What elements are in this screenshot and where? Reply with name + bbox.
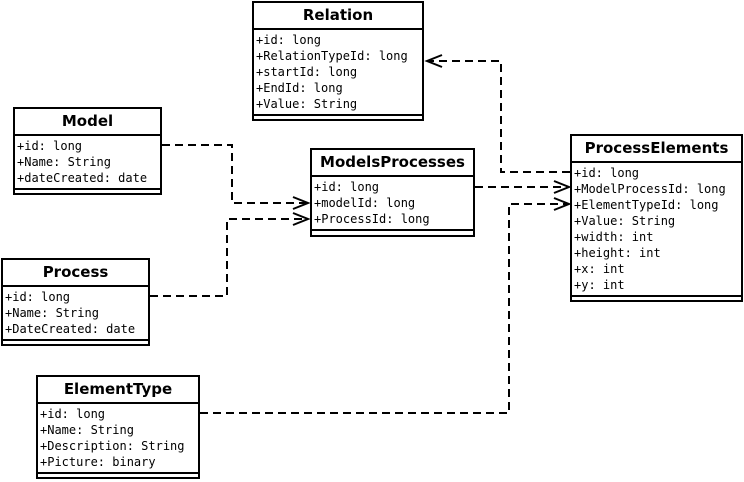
class-modelsprocesses[interactable]: ModelsProcesses +id: long +modelId: long…: [310, 148, 475, 237]
attribute: +ModelProcessId: long: [574, 182, 726, 196]
arrowhead-relation: [424, 54, 443, 68]
attribute: +Description: String: [40, 439, 185, 453]
attribute: +width: int: [574, 230, 654, 244]
arrowhead-modelsprocesses-model: [292, 196, 311, 210]
connector-processelements-to-relation: [428, 60, 570, 173]
class-relation[interactable]: Relation +id: long +RelationTypeId: long…: [252, 1, 424, 121]
class-title: ProcessElements: [572, 136, 741, 163]
class-title: Relation: [254, 3, 422, 30]
attribute: +EndId: long: [256, 81, 343, 95]
methods-compartment: [312, 229, 473, 236]
attribute: +Name: String: [5, 306, 99, 320]
attribute-list: +id: long +Name: String +Description: St…: [38, 404, 198, 472]
attribute: +id: long: [256, 33, 322, 47]
arrowhead-modelsprocesses-process: [292, 212, 311, 226]
attribute: +Name: String: [17, 155, 111, 169]
attribute: +height: int: [574, 246, 661, 260]
class-elementtype[interactable]: ElementType +id: long +Name: String +Des…: [36, 375, 200, 479]
attribute: +startId: long: [256, 65, 358, 79]
attribute: +id: long: [17, 139, 83, 153]
attribute: +Name: String: [40, 423, 134, 437]
attribute-list: +id: long +Name: String +dateCreated: da…: [15, 136, 160, 188]
attribute: +id: long: [574, 166, 640, 180]
attribute-list: +id: long +modelId: long +ProcessId: lon…: [312, 177, 473, 229]
attribute: +ProcessId: long: [314, 212, 430, 226]
class-process[interactable]: Process +id: long +Name: String +DateCre…: [1, 258, 150, 346]
class-title: Process: [3, 260, 148, 287]
attribute: +ElementTypeId: long: [574, 198, 719, 212]
connector-model-to-modelsprocesses: [162, 144, 307, 204]
attribute: +y: int: [574, 278, 625, 292]
arrowhead-processelements-modelsprocesses: [553, 180, 572, 194]
class-processelements[interactable]: ProcessElements +id: long +ModelProcessI…: [570, 134, 743, 302]
class-model[interactable]: Model +id: long +Name: String +dateCreat…: [13, 107, 162, 195]
attribute-list: +id: long +Name: String +DateCreated: da…: [3, 287, 148, 339]
attribute: +Picture: binary: [40, 455, 156, 469]
attribute: +modelId: long: [314, 196, 416, 210]
methods-compartment: [3, 339, 148, 346]
attribute-list: +id: long +ModelProcessId: long +Element…: [572, 163, 741, 295]
attribute: +dateCreated: date: [17, 171, 148, 185]
attribute: +id: long: [314, 180, 380, 194]
attribute: +DateCreated: date: [5, 322, 136, 336]
attribute: +Value: String: [256, 97, 358, 111]
methods-compartment: [15, 188, 160, 195]
connector-elementtype-to-processelements: [200, 203, 567, 414]
class-title: ModelsProcesses: [312, 150, 473, 177]
connector-process-to-modelsprocesses: [150, 218, 307, 297]
attribute: +id: long: [40, 407, 106, 421]
methods-compartment: [254, 114, 422, 121]
attribute: +Value: String: [574, 214, 676, 228]
class-title: Model: [15, 109, 160, 136]
class-title: ElementType: [38, 377, 198, 404]
attribute: +x: int: [574, 262, 625, 276]
attribute: +RelationTypeId: long: [256, 49, 408, 63]
methods-compartment: [572, 295, 741, 302]
attribute: +id: long: [5, 290, 71, 304]
methods-compartment: [38, 472, 198, 479]
arrowhead-processelements-elementtype: [553, 197, 572, 211]
attribute-list: +id: long +RelationTypeId: long +startId…: [254, 30, 422, 114]
